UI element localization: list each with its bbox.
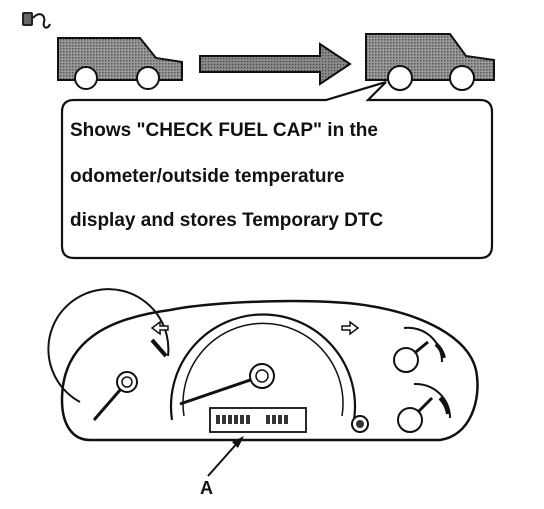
trip-reset-knob	[351, 415, 369, 433]
speedometer	[169, 313, 357, 421]
odometer-display	[209, 407, 307, 433]
left-turn-signal-icon	[150, 320, 169, 336]
label-a-leader	[207, 436, 244, 477]
right-turn-signal-icon	[341, 320, 360, 336]
van-after-icon	[365, 33, 495, 91]
instrument-cluster	[47, 288, 479, 442]
right-arrow-icon	[199, 42, 352, 86]
callout-text-line-3: display and stores Temporary DTC	[70, 210, 384, 231]
right-lower-gauge	[397, 382, 452, 433]
right-upper-gauge	[393, 326, 446, 373]
callout-text-line-1: Shows "CHECK FUEL CAP" in the	[70, 120, 378, 141]
left-gauge	[47, 288, 170, 421]
fuel-cap-icon	[22, 12, 51, 29]
callout-text-line-2: odometer/outside temperature	[70, 166, 345, 187]
van-before-icon	[57, 37, 183, 90]
callout-box	[60, 80, 494, 260]
label-a: A	[200, 478, 213, 498]
